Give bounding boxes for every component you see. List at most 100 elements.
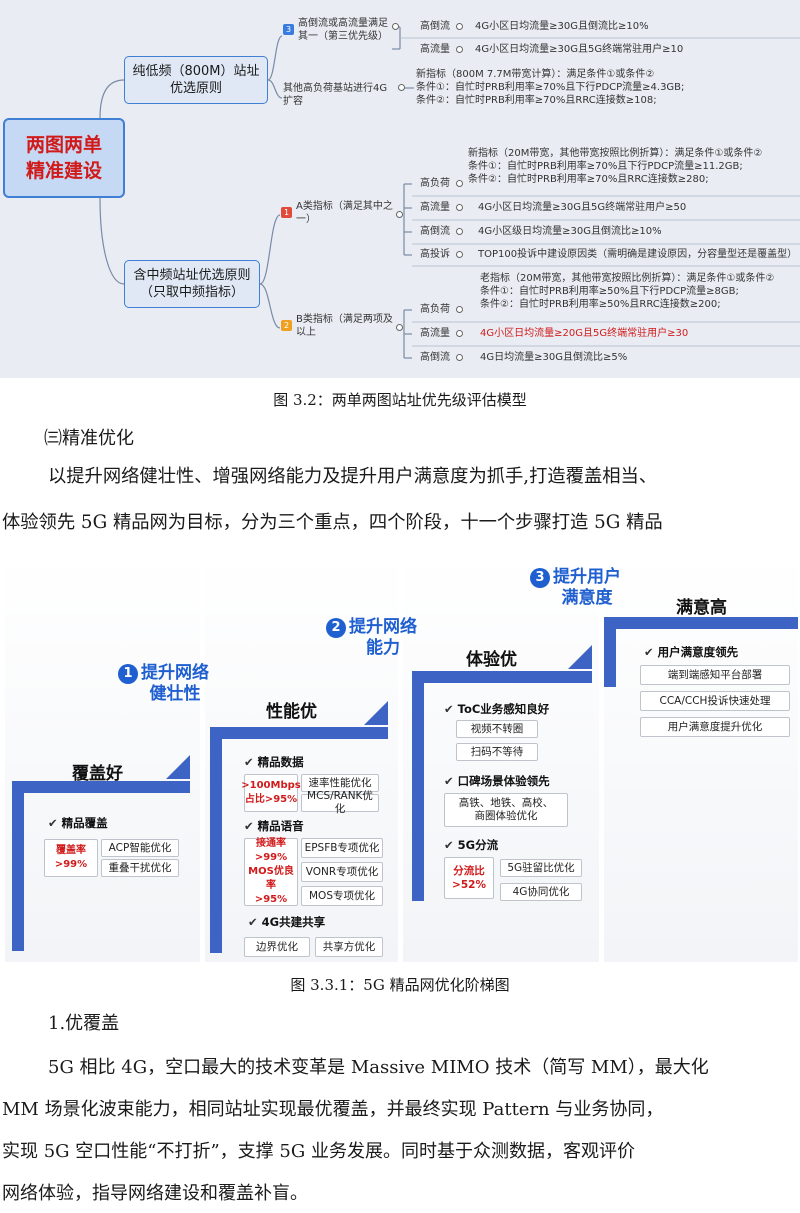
section-heading: 1.优覆盖 bbox=[48, 1013, 120, 1034]
mindmap-root: 两图两单 精准建设 bbox=[3, 118, 125, 198]
mindmap-connectors bbox=[99, 26, 800, 359]
group-heading: ✔口碑场景体验领先 bbox=[444, 774, 550, 788]
task-box: EPSFB专项优化 bbox=[301, 838, 383, 858]
group-heading: ✔精品数据 bbox=[244, 755, 304, 769]
stair-step bbox=[412, 671, 592, 683]
node-circle bbox=[396, 324, 403, 331]
metric-value: 4G小区日均流量≥30G且5G终端常驻用户≥50 bbox=[478, 202, 687, 213]
metric-value: 4G日均流量≥30G且倒流比≥5% bbox=[480, 352, 628, 363]
metric-value: 4G小区日均流量≥30G且倒流比≥10% bbox=[475, 21, 649, 32]
mindmap-sub-label: 其他高负荷基站进行4G 扩容 bbox=[283, 83, 388, 107]
stage-title: 体验优 bbox=[466, 650, 517, 670]
metric-key: 高倒流 bbox=[420, 352, 450, 363]
task-box: 4G协同优化 bbox=[500, 883, 582, 901]
task-box: 重叠干扰优化 bbox=[101, 859, 179, 877]
task-box: 视频不转圈 bbox=[456, 720, 538, 738]
mindmap-branch-low-band: 纯低频（800M）站址 优选原则 bbox=[124, 56, 268, 104]
mindmap-sub-label: B类指标（满足两项及 以上 bbox=[296, 314, 393, 338]
metric-value-highlight: 4G小区日均流量≥20G且5G终端常驻用户≥30 bbox=[480, 328, 689, 339]
task-box: 用户满意度提升优化 bbox=[640, 717, 790, 737]
stage-title: 满意高 bbox=[676, 598, 727, 618]
priority-model-mindmap: 两图两单 精准建设 纯低频（800M）站址 优选原则 含中频站址优选原则 （只取… bbox=[0, 0, 800, 378]
priority-badge: 2 bbox=[281, 320, 292, 331]
paragraph-line: 以提升网络健壮性、增强网络能力及提升用户满意度为抓手,打造覆盖相当、 bbox=[48, 466, 658, 487]
group-heading: ✔精品语音 bbox=[244, 819, 304, 833]
stair-riser bbox=[210, 727, 222, 953]
task-box: VONR专项优化 bbox=[301, 862, 383, 882]
task-box: 5G驻留比优化 bbox=[500, 859, 582, 877]
group-heading: ✔用户满意度领先 bbox=[644, 645, 739, 659]
metric-key: 高负荷 bbox=[420, 304, 450, 315]
node-circle bbox=[456, 23, 463, 30]
section-heading: ㈢精准优化 bbox=[44, 428, 134, 449]
stair-arrow bbox=[166, 755, 190, 779]
mindmap-sub-label: A类指标（满足其中之 一） bbox=[296, 201, 393, 225]
stair-riser bbox=[604, 617, 616, 687]
node-circle bbox=[456, 180, 463, 187]
node-circle bbox=[456, 306, 463, 313]
node-circle bbox=[456, 204, 463, 211]
task-box: 边界优化 bbox=[244, 937, 310, 957]
metric-key: 高倒流 bbox=[420, 226, 450, 237]
group-heading: ✔ToC业务感知良好 bbox=[444, 702, 550, 716]
metric-key: 高投诉 bbox=[420, 249, 450, 260]
metric-key: 高倒流 bbox=[420, 21, 450, 32]
node-circle bbox=[392, 23, 399, 30]
task-box: 扫码不等待 bbox=[456, 743, 538, 761]
metric-key: 高流量 bbox=[420, 328, 450, 339]
paragraph-line: 网络体验，指导网络建设和覆盖补盲。 bbox=[2, 1183, 308, 1204]
kpi-target: >100Mbps 占比>95% bbox=[241, 774, 301, 812]
paragraph-line: 5G 相比 4G，空口最大的技术变革是 Massive MIMO 技术（简写 M… bbox=[48, 1057, 709, 1078]
stair-riser bbox=[412, 671, 424, 901]
task-box: 共享方优化 bbox=[315, 937, 383, 957]
metric-value: 4G小区级日均流量≥30G且倒流比≥10% bbox=[478, 226, 662, 237]
node-circle bbox=[456, 228, 463, 235]
paragraph-line: MM 场景化波束能力，相同站址实现最优覆盖，并最终实现 Pattern 与业务协… bbox=[2, 1099, 664, 1120]
paragraph-line: 体验领先 5G 精品网为目标，分为三个重点，四个阶段，十一个步骤打造 5G 精品 bbox=[2, 512, 663, 533]
stair-step bbox=[12, 781, 190, 793]
task-box: ACP智能优化 bbox=[101, 839, 179, 857]
stair-step bbox=[604, 617, 798, 629]
stair-arrow bbox=[568, 645, 592, 669]
metric-key: 高流量 bbox=[420, 202, 450, 213]
stair-riser bbox=[12, 781, 24, 951]
task-box: MCS/RANK优化 bbox=[301, 790, 379, 815]
priority-badge: 1 bbox=[281, 207, 292, 218]
stage-title: 性能优 bbox=[266, 702, 317, 722]
metric-value: 新指标（800M 7.7M带宽计算）：满足条件①或条件② 条件①：自忙时PRB利… bbox=[416, 69, 685, 106]
kpi-target: 覆盖率 >99% bbox=[44, 839, 98, 877]
metric-value: TOP100投诉中建设原因类（需明确是建设原因，分容量型还是覆盖型） bbox=[478, 249, 798, 260]
node-circle bbox=[398, 84, 405, 91]
group-heading: ✔5G分流 bbox=[444, 838, 499, 852]
metric-value: 新指标（20M带宽，其他带宽按照比例折算）：满足条件①或条件② 条件①：自忙时P… bbox=[468, 148, 763, 185]
group-heading: ✔精品覆盖 bbox=[48, 816, 108, 830]
task-box: 端到端感知平台部署 bbox=[640, 665, 790, 685]
stair-arrow bbox=[364, 701, 388, 725]
mindmap-sub-label: 高倒流或高流量满足 其一（第三优先级） bbox=[298, 18, 388, 42]
paragraph-line: 实现 5G 空口性能“不打折”，支撑 5G 业务发展。同时基于众测数据，客观评价 bbox=[2, 1141, 635, 1162]
group-heading: ✔4G共建共享 bbox=[248, 915, 326, 929]
priority-badge: 3 bbox=[283, 24, 294, 35]
task-box: MOS专项优化 bbox=[301, 886, 383, 906]
mindmap-branch-mid-band: 含中频站址优选原则 （只取中频指标） bbox=[124, 260, 260, 308]
node-circle bbox=[396, 211, 403, 218]
stair-step bbox=[210, 727, 388, 739]
task-box: 速率性能优化 bbox=[301, 774, 379, 792]
node-circle bbox=[456, 46, 463, 53]
node-circle bbox=[456, 251, 463, 258]
node-circle bbox=[456, 330, 463, 337]
node-circle bbox=[456, 354, 463, 361]
metric-value: 4G小区日均流量≥30G且5G终端常驻用户≥10 bbox=[475, 44, 684, 55]
stage-title: 覆盖好 bbox=[72, 764, 123, 784]
figure-caption: 图 3.2：两单两图站址优先级评估模型 bbox=[273, 391, 527, 409]
task-box: CCA/CCH投诉快速处理 bbox=[640, 691, 790, 711]
task-box: 高铁、地铁、高校、 商圈体验优化 bbox=[444, 793, 568, 827]
metric-value: 老指标（20M带宽，其他带宽按照比例折算）：满足条件①或条件② 条件①：自忙时P… bbox=[480, 273, 775, 310]
kpi-target: 分流比 >52% bbox=[444, 857, 494, 899]
kpi-target: 接通率 >99% MOS优良率 >95% bbox=[244, 838, 298, 906]
metric-key: 高流量 bbox=[420, 44, 450, 55]
